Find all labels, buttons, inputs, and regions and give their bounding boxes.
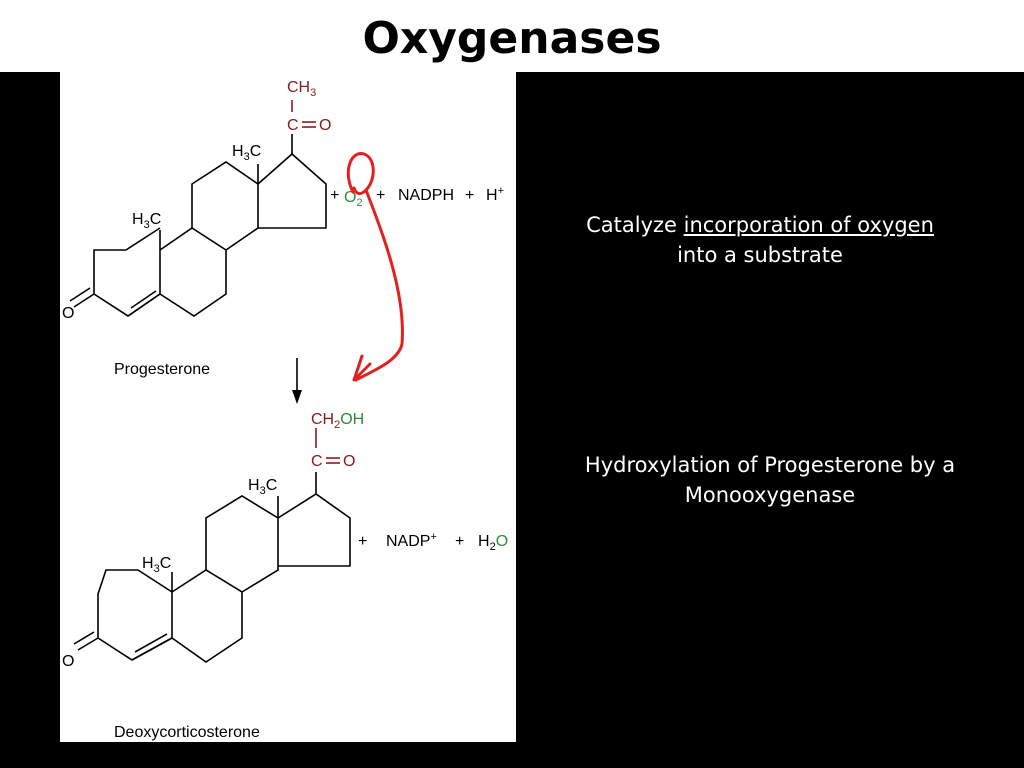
deoxycorticosterone-side-chain	[315, 428, 340, 464]
progesterone-name: Progesterone	[114, 361, 210, 378]
deoxy-carbonyl-o: O	[343, 453, 355, 470]
oxygen-annotation	[346, 152, 404, 382]
progesterone-c10-methyl: H3C	[132, 211, 161, 231]
progesterone-structure	[69, 134, 327, 317]
slide-title: Oxygenases	[362, 12, 662, 64]
definition-line-1: Catalyze incorporation of oxygen	[540, 210, 980, 240]
deoxy-c10-methyl: H3C	[142, 555, 171, 575]
product-plus-2: +	[455, 533, 464, 550]
example-caption: Hydroxylation of Progesterone by a Monoo…	[540, 450, 1000, 510]
reactant-plus-3: +	[465, 187, 474, 204]
deoxycorticosterone-structure	[73, 472, 351, 663]
progesterone-side-chain	[291, 100, 316, 128]
progesterone-carbonyl-o: O	[319, 117, 331, 134]
product-h2o: H2O	[478, 533, 508, 553]
reaction-diagram: CH3 C O H3C H3C O Progesterone + O2 + NA…	[62, 79, 508, 741]
reactant-plus-2: +	[376, 187, 385, 204]
definition-underlined: incorporation of oxygen	[683, 213, 934, 237]
annotation-curve	[354, 188, 404, 382]
definition-line-2: into a substrate	[677, 243, 843, 267]
deoxy-ketone-o: O	[62, 653, 74, 670]
reactant-h-plus: H+	[486, 185, 504, 204]
deoxycorticosterone-name: Deoxycorticosterone	[114, 724, 260, 741]
example-line-2: Monooxygenase	[684, 483, 856, 507]
reactant-plus-1: +	[330, 187, 339, 204]
reaction-arrow	[292, 358, 302, 404]
deoxy-carbonyl-c: C	[311, 453, 323, 470]
product-plus-1: +	[358, 533, 367, 550]
product-nadp: NADP+	[386, 531, 437, 550]
progesterone-carbonyl-c: C	[287, 117, 299, 134]
definition-caption: Catalyze incorporation of oxygen into a …	[540, 210, 980, 270]
reactant-nadph: NADPH	[398, 187, 454, 204]
annotation-arrowhead	[352, 354, 372, 382]
ch2oh-label: CH2OH	[311, 411, 364, 431]
deoxy-c13-methyl: H3C	[248, 477, 277, 497]
progesterone-c13-methyl: H3C	[232, 143, 261, 163]
o2-circle	[346, 152, 375, 196]
example-line-1: Hydroxylation of Progesterone by a	[584, 453, 956, 477]
reaction-figure: CH3 C O H3C H3C O Progesterone + O2 + NA…	[60, 72, 516, 742]
progesterone-ch3-label: CH3	[287, 79, 316, 99]
progesterone-ketone-o: O	[62, 305, 74, 322]
definition-prefix: Catalyze	[586, 213, 684, 237]
